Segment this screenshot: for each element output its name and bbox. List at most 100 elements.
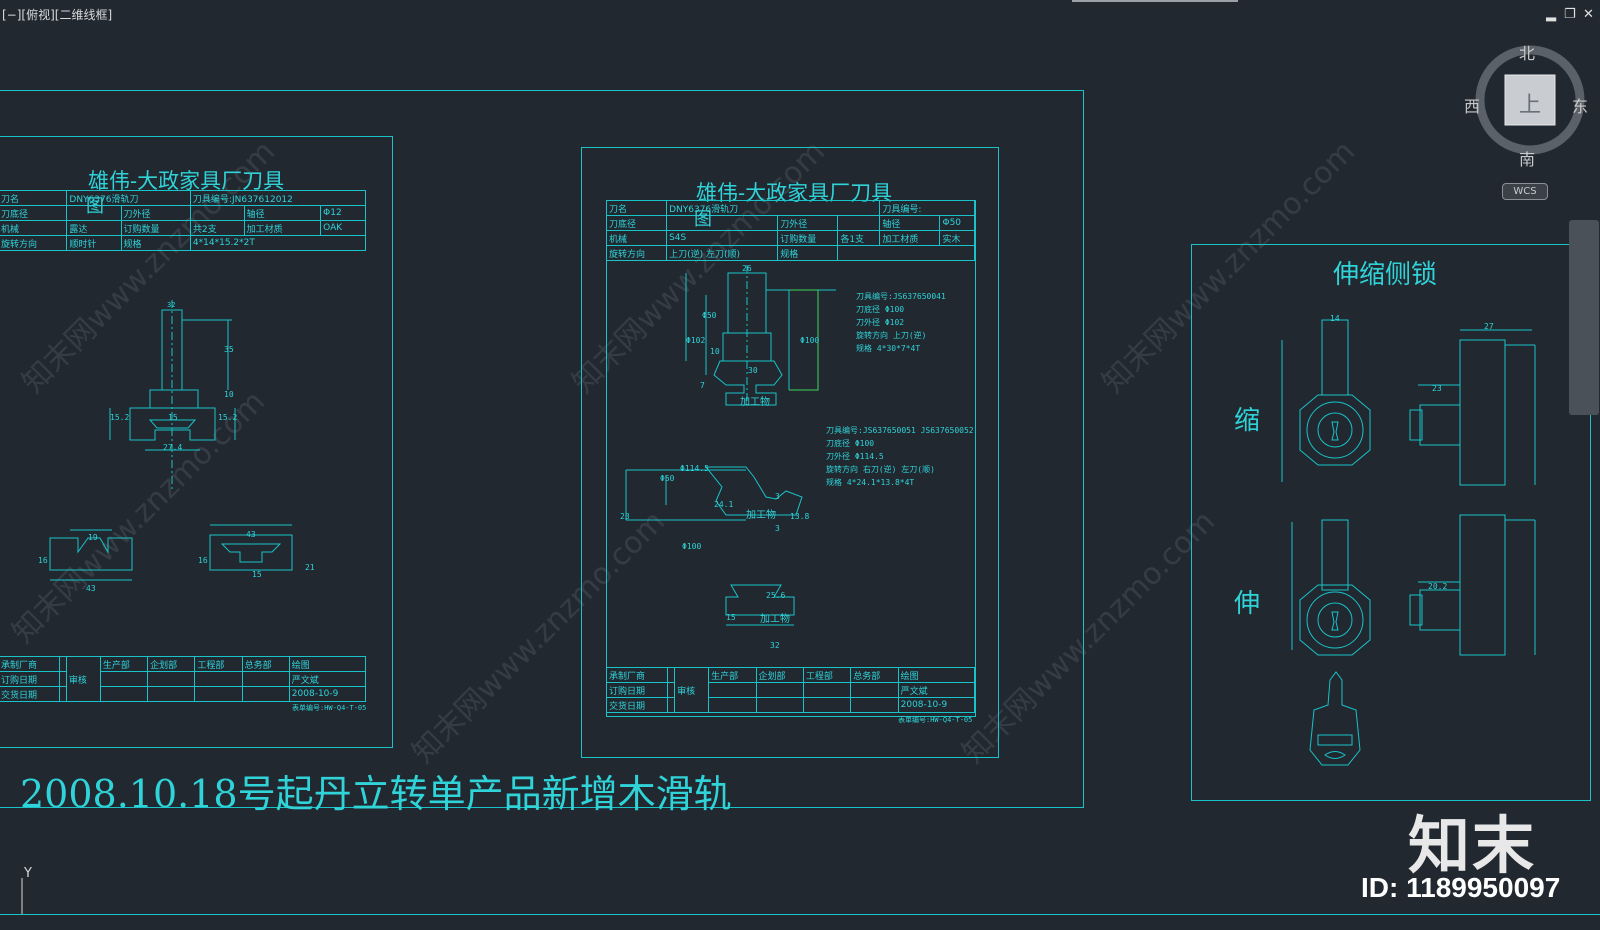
cell: 共2支 xyxy=(189,220,245,236)
cell: 刀底径 xyxy=(0,205,68,221)
dim-label: 43 xyxy=(246,530,256,539)
cell xyxy=(99,671,149,687)
viewport-controls-label[interactable]: [−][俯视][二维线框] xyxy=(2,8,113,22)
compass-south[interactable]: 南 xyxy=(1519,150,1536,169)
cell: 加工材质 xyxy=(243,220,322,236)
sheet1-form-number: 表单编号:HW-Q4-T-05 xyxy=(292,704,367,712)
spec-line: 旋转方向 上刀(逆) xyxy=(856,331,927,340)
dim-label: 10 xyxy=(224,390,234,399)
spec-line: 规格 4*24.1*13.8*4T xyxy=(826,478,915,487)
compass-ring[interactable] xyxy=(1475,45,1585,155)
dim-label: Φ50 xyxy=(702,311,717,320)
drawing-sheet-2 xyxy=(581,147,999,758)
cell: 2008-10-9 xyxy=(288,686,367,702)
spec-block-1: 刀具编号:JS637650041 刀底径 Φ100 刀外径 Φ102 旋转方向 … xyxy=(856,290,946,355)
dim-label: 13.8 xyxy=(790,512,810,521)
cell: 刀具编号:JN637612012 xyxy=(189,190,367,206)
cell: 旋转方向 xyxy=(0,235,68,251)
cell: 实木 xyxy=(939,230,975,246)
cell: 企划部 xyxy=(147,656,196,672)
cell: 露达 xyxy=(66,220,122,236)
dim-label: 21 xyxy=(305,563,315,572)
cell: 总务部 xyxy=(241,656,290,672)
sheet1-drawing: 32 xyxy=(49,300,293,581)
cell: 绘图 xyxy=(897,667,976,683)
lock-panel-frame xyxy=(1191,244,1591,801)
viewcube[interactable] xyxy=(1465,42,1595,172)
layout-frame xyxy=(0,90,1084,808)
dim-label: 15.2 xyxy=(218,413,238,422)
cell: 严文斌 xyxy=(288,671,367,687)
cell: 企划部 xyxy=(755,667,804,683)
spec-line: 刀底径 Φ100 xyxy=(826,439,875,448)
wcs-menu[interactable]: WCS xyxy=(1502,183,1548,200)
cell xyxy=(837,245,975,261)
cell xyxy=(666,215,779,231)
cell xyxy=(189,205,245,221)
cell xyxy=(837,215,881,231)
dim-label: 10 xyxy=(710,347,720,356)
spec-line: 刀具编号:JS637650051 JS637650052 xyxy=(826,426,974,435)
viewcube-face[interactable] xyxy=(1504,74,1556,126)
spec-line: 刀具编号:JS637650041 xyxy=(856,292,946,301)
cell xyxy=(802,697,852,713)
cell: 总务部 xyxy=(850,667,899,683)
dim-label: Φ50 xyxy=(660,474,675,483)
dim-label: 20.2 xyxy=(1428,582,1448,591)
restore-button[interactable]: ❐ xyxy=(1564,7,1576,22)
layout-tabs-strip[interactable] xyxy=(0,914,1600,930)
dim-label: 7 xyxy=(700,381,705,390)
cell xyxy=(241,671,290,687)
cell: 轴径 xyxy=(879,215,941,231)
compass-west[interactable]: 西 xyxy=(1464,97,1481,116)
cell: 生产部 xyxy=(99,656,149,672)
cell: 生产部 xyxy=(708,667,757,683)
cell: 审核 xyxy=(674,667,710,713)
spec-block-2: 刀具编号:JS637650051 JS637650052 刀底径 Φ100 刀外… xyxy=(826,424,974,489)
dim-label: 32 xyxy=(167,301,175,309)
close-button[interactable]: ✕ xyxy=(1583,7,1594,22)
cell: 刀名 xyxy=(0,190,68,206)
cell: 刀底径 xyxy=(605,215,668,231)
dim-label: 15 xyxy=(726,613,736,622)
cell: Φ12 xyxy=(320,205,366,221)
dim-label: 16 xyxy=(198,556,208,565)
cell: OAK xyxy=(320,220,366,236)
compass-north[interactable]: 北 xyxy=(1519,44,1536,63)
dim-label: 3 xyxy=(775,492,780,501)
cell xyxy=(666,682,676,698)
cell: 旋转方向 xyxy=(605,245,668,261)
cell: 顺时针 xyxy=(66,235,122,251)
workpiece-label: 加工物 xyxy=(740,397,770,408)
cell: S4S xyxy=(666,230,779,246)
cell xyxy=(147,671,196,687)
cell xyxy=(802,682,852,698)
cell xyxy=(58,656,67,672)
compass-east[interactable]: 东 xyxy=(1572,97,1589,116)
cell: 刀外径 xyxy=(120,205,191,221)
cell: 订购日期 xyxy=(606,682,668,698)
dim-label: 35 xyxy=(224,345,234,354)
lock-drawing xyxy=(1281,319,1536,766)
viewcube-top-label[interactable]: 上 xyxy=(1519,93,1542,118)
dim-label: 24.1 xyxy=(714,500,734,509)
navigation-bar[interactable] xyxy=(1569,220,1599,415)
cell: 机械 xyxy=(605,230,668,246)
minimize-button[interactable]: ▂ xyxy=(1546,7,1556,22)
cell xyxy=(194,671,243,687)
dim-label: 27.4 xyxy=(163,443,183,452)
cell: 规格 xyxy=(777,245,839,261)
cell xyxy=(755,682,804,698)
cell: 交货日期 xyxy=(0,686,60,702)
cell: 工程部 xyxy=(802,667,852,683)
cell: 承制厂商 xyxy=(606,667,668,683)
dim-label: 32 xyxy=(770,641,780,650)
cell: 订购数量 xyxy=(777,230,839,246)
dim-label: 23 xyxy=(1432,384,1442,393)
cell xyxy=(99,686,149,702)
cell: 4*14*15.2*2T xyxy=(189,235,367,251)
